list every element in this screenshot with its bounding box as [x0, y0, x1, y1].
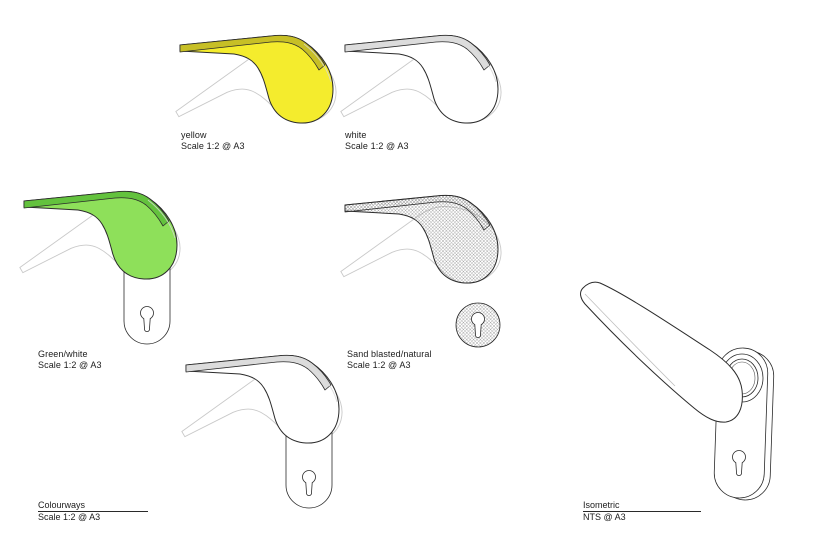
label-green-white: Green/white Scale 1:2 @ A3	[38, 349, 102, 371]
sheet-scale: Scale 1:2 @ A3	[38, 512, 101, 522]
sheet-title-colourways: Colourways Scale 1:2 @ A3	[38, 500, 148, 523]
view-white	[335, 26, 513, 180]
green-handle-drawing	[14, 182, 192, 345]
view-sand-blasted	[335, 186, 513, 350]
view-label: Sand blasted/natural	[347, 349, 432, 359]
view-white-backplate	[176, 346, 354, 510]
sand-handle-drawing	[335, 186, 513, 348]
view-scale: Scale 1:2 @ A3	[347, 360, 411, 370]
label-white: white Scale 1:2 @ A3	[345, 130, 409, 152]
white-backplate-drawing	[176, 346, 354, 509]
sheet-title: Colourways	[38, 500, 148, 512]
label-sand-blasted: Sand blasted/natural Scale 1:2 @ A3	[347, 349, 432, 371]
view-label: Green/white	[38, 349, 88, 359]
view-scale: Scale 1:2 @ A3	[38, 360, 102, 370]
sheet-title-isometric: Isometric NTS @ A3	[583, 500, 701, 523]
iso-lever	[580, 281, 743, 423]
iso-lever-highlight	[584, 293, 676, 387]
sheet-title: Isometric	[583, 500, 701, 512]
yellow-handle-drawing	[170, 26, 348, 180]
isometric-drawing	[580, 281, 775, 501]
view-label: white	[345, 130, 367, 140]
view-isometric	[570, 272, 780, 507]
view-green-white	[14, 182, 192, 346]
view-label: yellow	[181, 130, 207, 140]
view-scale: Scale 1:2 @ A3	[345, 141, 409, 151]
sheet-scale: NTS @ A3	[583, 512, 626, 522]
label-yellow: yellow Scale 1:2 @ A3	[181, 130, 245, 152]
view-scale: Scale 1:2 @ A3	[181, 141, 245, 151]
view-yellow	[170, 26, 348, 180]
white-handle-drawing	[335, 26, 513, 180]
